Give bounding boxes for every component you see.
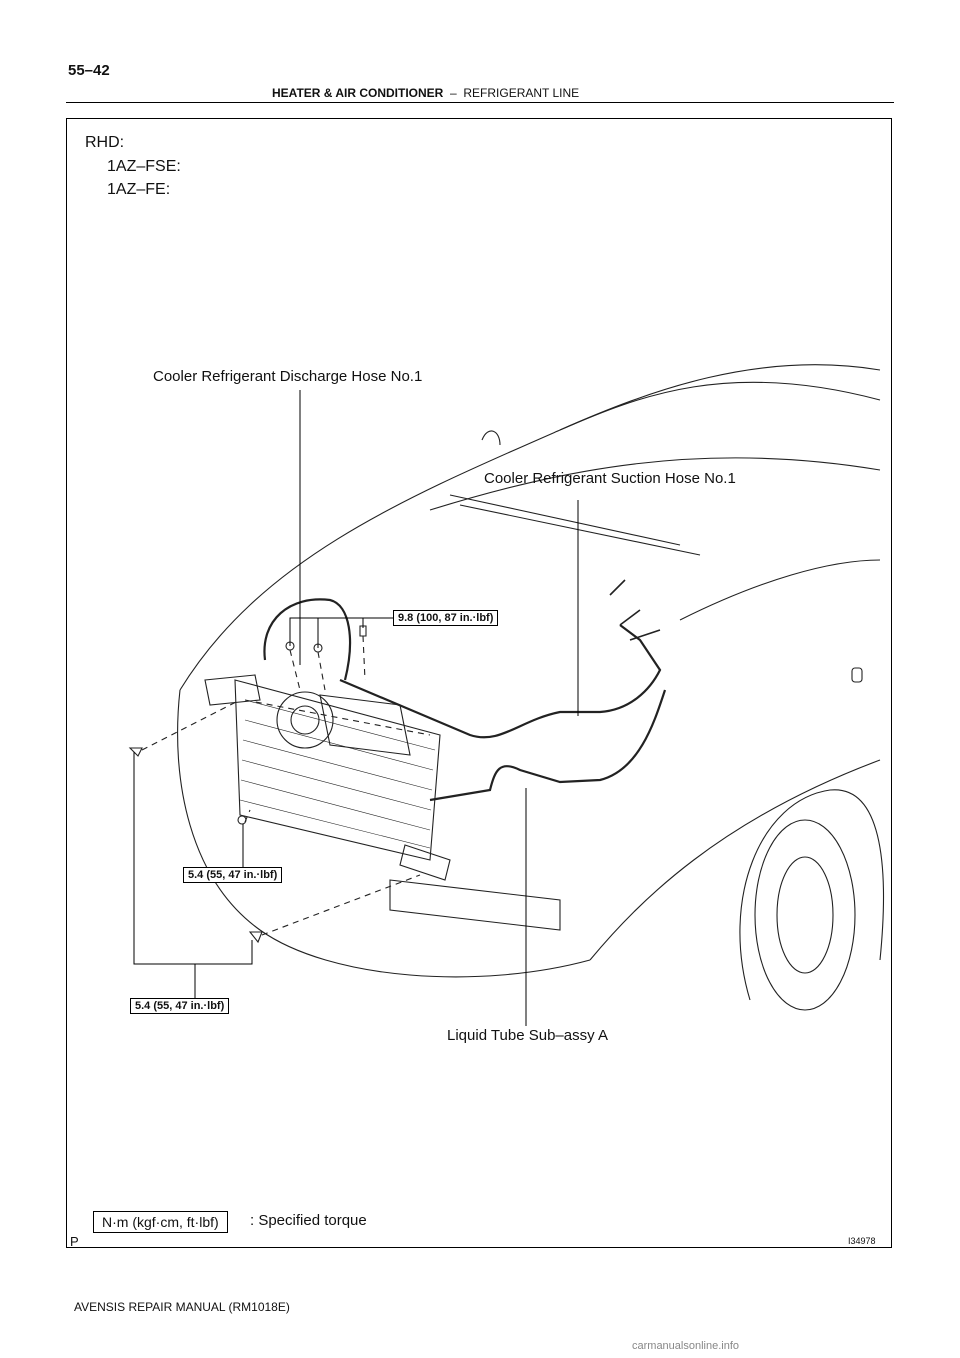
suction-line <box>339 624 662 739</box>
bolt-icon <box>248 931 263 944</box>
header-subsection: REFRIGERANT LINE <box>463 86 580 100</box>
compressor-clutch <box>276 691 334 749</box>
windshield-base <box>429 457 881 511</box>
page-header: HEATER & AIR CONDITIONER – REFRIGERANT L… <box>272 86 579 100</box>
label-liquid-tube: Liquid Tube Sub–assy A <box>447 1027 608 1044</box>
hood-edge <box>179 364 881 691</box>
side-marker <box>851 667 863 683</box>
bumper-outline <box>177 689 591 978</box>
leader-torque-hose <box>289 617 393 648</box>
torque-legend-text: : Specified torque <box>250 1212 367 1229</box>
wiper-line-2 <box>459 504 701 556</box>
roof-line <box>559 381 881 431</box>
wheel <box>754 819 856 1011</box>
wiper-line <box>449 494 681 546</box>
clamps <box>609 579 661 641</box>
bolt-icon <box>237 815 247 825</box>
header-rule <box>66 102 894 103</box>
page-number: 55–42 <box>68 62 110 79</box>
install-line <box>289 649 301 691</box>
upper-bracket <box>204 674 261 706</box>
label-discharge-hose: Cooler Refrigerant Discharge Hose No.1 <box>153 368 423 385</box>
label-suction-hose: Cooler Refrigerant Suction Hose No.1 <box>484 470 736 487</box>
torque-spec-bracket-bolts: 5.4 (55, 47 in.·lbf) <box>130 998 230 1014</box>
fog-lamp-area <box>389 879 561 931</box>
fender-line <box>589 759 881 961</box>
compressor-body <box>319 694 411 756</box>
variant-title: RHD: <box>85 134 125 151</box>
install-line <box>244 699 431 736</box>
door-line <box>679 559 881 621</box>
header-separator: – <box>450 86 457 100</box>
engine-label-2: 1AZ–FE: <box>107 181 171 198</box>
install-line <box>244 809 251 823</box>
figure-frame <box>66 118 892 1248</box>
torque-spec-hose-bolts: 9.8 (100, 87 in.·lbf) <box>393 610 499 626</box>
torque-legend-units: N·m (kgf·cm, ft·lbf) <box>93 1211 228 1233</box>
mirror <box>481 430 501 446</box>
bolt-icon <box>359 625 367 637</box>
liquid-tube <box>429 689 667 802</box>
engine-label-1: 1AZ–FSE: <box>107 158 181 175</box>
install-line <box>141 699 241 751</box>
install-line <box>362 635 366 681</box>
torque-spec-lower-bolt: 5.4 (55, 47 in.·lbf) <box>183 867 283 883</box>
wheel-hub <box>776 856 834 974</box>
discharge-hose <box>263 598 352 681</box>
page-footer: AVENSIS REPAIR MANUAL (RM1018E) <box>74 1300 290 1314</box>
leader-torque-bracket <box>133 752 253 998</box>
install-line <box>317 651 326 691</box>
header-section: HEATER & AIR CONDITIONER <box>272 86 444 100</box>
compressor-pulley <box>290 705 320 735</box>
install-line <box>261 874 421 936</box>
figure-code: I34978 <box>848 1236 876 1246</box>
bolt-icon <box>128 747 143 757</box>
lower-bracket <box>399 844 451 881</box>
wheel-arch <box>739 789 884 1001</box>
watermark: carmanualsonline.info <box>632 1340 740 1352</box>
condenser <box>234 679 441 861</box>
corner-mark: P <box>70 1234 79 1249</box>
